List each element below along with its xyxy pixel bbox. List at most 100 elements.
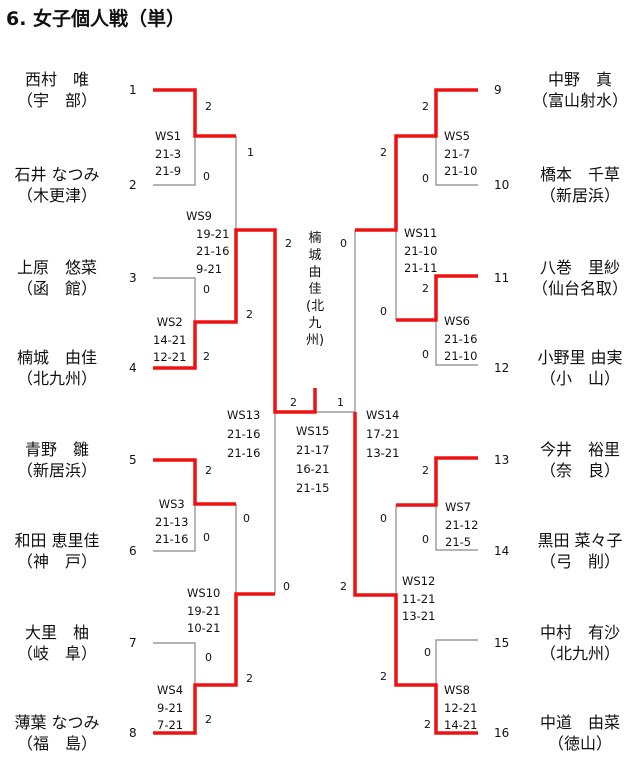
games-won: 1 — [247, 146, 254, 159]
player-3: 上原 悠菜 （函 館） — [2, 257, 112, 299]
game-score: 14-21 — [153, 332, 187, 347]
games-won: 2 — [205, 713, 212, 726]
player-name: 西村 唯 — [24, 70, 89, 89]
game-score: 13-21 — [402, 609, 436, 623]
game-score: 10-21 — [187, 621, 221, 635]
player-team: （福 島） — [16, 734, 97, 753]
player-7: 大里 柚（岐 阜） — [2, 622, 112, 664]
player-11: 八巻 里紗（仙台名取） — [525, 257, 635, 299]
game-score: 21-5 — [445, 535, 472, 549]
match-id: WS11 — [404, 226, 438, 240]
games-won: 0 — [203, 531, 210, 544]
player-14: 黒田 菜々子 （弓 削） — [525, 530, 635, 572]
game-score: 21-10 — [444, 164, 478, 178]
games-won: 0 — [422, 533, 429, 546]
games-won: 2 — [246, 308, 253, 321]
games-won: 2 — [246, 672, 253, 685]
player-team: （木更津） — [16, 186, 97, 205]
player-name: 楠城 由佳 — [16, 348, 97, 367]
seed-number: 1 — [129, 83, 137, 97]
player-name: 橋本 千草 — [539, 165, 620, 184]
player-name: 上原 悠菜 — [16, 258, 97, 277]
player-2: 石井 なつみ（木更津） — [2, 164, 112, 206]
match-id: WS7 — [445, 500, 471, 514]
player-name: 中道 由菜 — [539, 713, 620, 732]
seed-number: 10 — [494, 178, 510, 192]
match-id: WS4 — [157, 683, 184, 697]
seed-number: 9 — [494, 83, 502, 97]
player-9: 中野 真 （富山射水） — [525, 69, 635, 111]
games-won: 0 — [380, 305, 387, 318]
seed-number: 3 — [129, 271, 137, 285]
game-score: 19-21 — [187, 603, 221, 618]
seed-number: 6 — [129, 544, 137, 558]
match-id: WS10 — [187, 586, 221, 600]
player-team: （小 山） — [539, 369, 620, 388]
winner-lines — [153, 88, 478, 735]
player-name: 小野里 由実 — [537, 348, 623, 367]
match-id: WS6 — [444, 314, 470, 328]
games-won: 0 — [203, 170, 210, 183]
game-score: 19-21 — [196, 226, 230, 241]
game-score: 21-3 — [155, 146, 182, 161]
seed-number: 12 — [494, 361, 510, 375]
games-won: 0 — [424, 646, 431, 659]
games-won: 0 — [243, 512, 250, 525]
player-6: 和田 恵里佳（神 戸） — [2, 530, 112, 572]
game-score: 21-16 — [196, 244, 230, 258]
games-won: 0 — [283, 580, 290, 593]
player-team: （仙台名取） — [531, 279, 628, 298]
player-12: 小野里 由実 （小 山） — [525, 347, 635, 389]
player-team: （函 館） — [16, 279, 97, 298]
match-id: WS13 — [227, 408, 261, 422]
games-won: 0 — [203, 283, 210, 296]
game-score: 14-21 — [444, 718, 478, 732]
player-team: （北九州） — [16, 369, 97, 388]
player-name: 中村 有沙 — [539, 623, 620, 642]
seed-number: 11 — [494, 271, 510, 285]
player-10: 橋本 千草（新居浜） — [525, 164, 635, 206]
games-won: 2 — [422, 282, 429, 295]
player-team: （奈 良） — [539, 461, 620, 480]
game-score: 9-21 — [196, 261, 223, 276]
match-id: WS12 — [402, 574, 436, 588]
games-won: 2 — [205, 100, 212, 113]
game-score: 21-15 — [296, 481, 330, 495]
player-team: （神 戸） — [16, 552, 97, 571]
match-id: WS3 — [158, 497, 185, 511]
game-score: 16-21 — [296, 462, 330, 476]
games-won: 0 — [422, 172, 429, 185]
seed-number: 8 — [129, 726, 137, 740]
games-won: 2 — [422, 464, 429, 477]
champion-name: 楠城 由佳(北九州) — [306, 231, 335, 348]
match-id: WS5 — [444, 129, 470, 143]
player-name: 中野 真 — [547, 70, 612, 89]
player-16: 中道 由菜（徳山） — [525, 712, 635, 754]
games-won: 2 — [340, 580, 347, 593]
page-title: 6. 女子個人戦（単） — [6, 8, 186, 30]
player-name: 黒田 菜々子 — [537, 531, 623, 550]
game-score: 21-10 — [404, 243, 438, 258]
games-won: 2 — [422, 100, 429, 113]
seed-number: 2 — [129, 178, 137, 192]
game-score: 21-9 — [155, 164, 182, 178]
player-8: 薄葉 なつみ（福 島） — [2, 712, 112, 754]
game-score: 21-17 — [296, 443, 330, 457]
match-id: WS2 — [156, 315, 183, 329]
player-4: 楠城 由佳 （北九州） — [2, 347, 112, 389]
game-score: 21-16 — [227, 427, 261, 441]
player-team: （富山射水） — [531, 91, 628, 110]
player-team: （弓 削） — [539, 552, 620, 571]
player-1: 西村 唯（宇 部） — [2, 69, 112, 111]
games-won: 2 — [380, 670, 387, 683]
